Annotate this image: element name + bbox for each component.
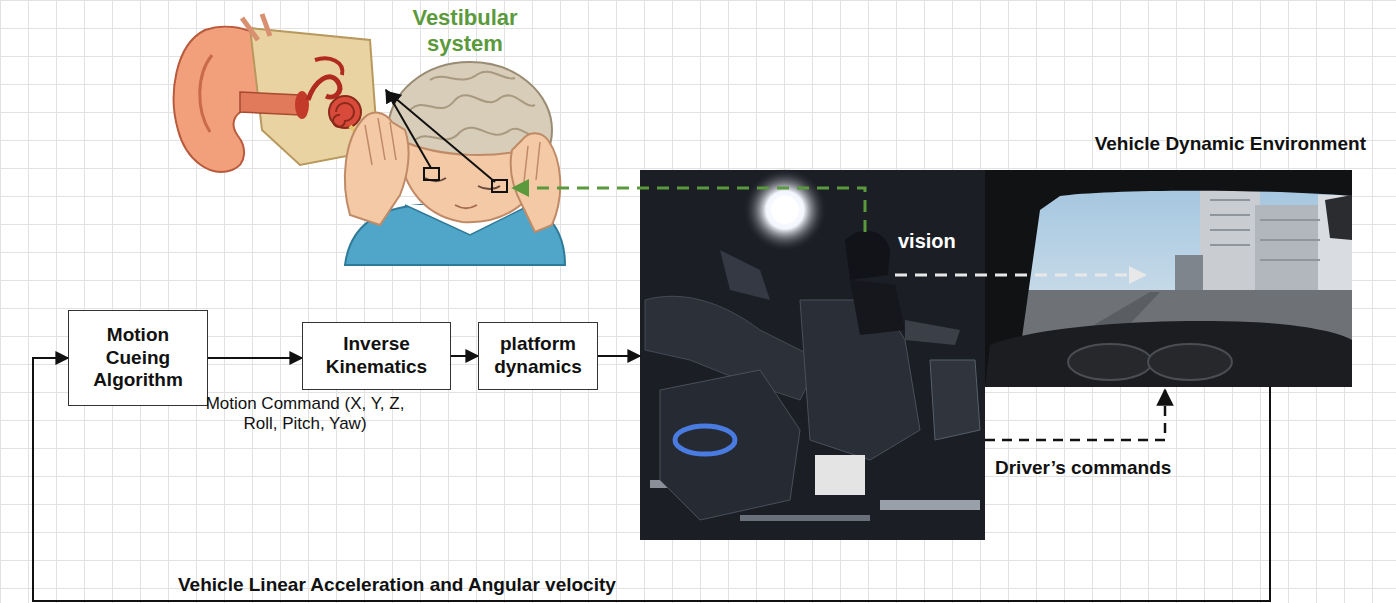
connector-arrow: [895, 274, 1145, 277]
box-label: Motion Cueing Algorithm: [82, 324, 194, 392]
panel-heading: Vehicle Dynamic Environment: [1095, 133, 1366, 155]
connector-arrow: [513, 188, 865, 232]
process-box: Inverse Kinematics: [302, 322, 451, 390]
driving-scene: [985, 170, 1352, 387]
illustration-group: Vestibular system: [165, 2, 565, 270]
box-label: Inverse Kinematics: [313, 333, 441, 379]
box-label: platform dynamics: [486, 333, 590, 379]
process-box: platform dynamics: [478, 322, 598, 390]
connector-arrow: [208, 357, 302, 359]
connector-arrow: [985, 390, 1165, 440]
head-illustration: [345, 62, 565, 265]
environment-panel: Vehicle Dynamic Environment: [985, 133, 1352, 387]
connector-arrow: [33, 358, 1270, 601]
process-box: Motion Cueing Algorithm: [68, 310, 208, 406]
panel-heading: Vestibular system: [390, 5, 540, 57]
edge-label: Driver’s commands: [995, 457, 1171, 480]
connector-arrow: [598, 355, 640, 357]
edge-label: Motion Command (X, Y, Z, Roll, Pitch, Ya…: [200, 394, 410, 435]
panel-heading: vision: [898, 230, 956, 253]
edge-label: Vehicle Linear Acceleration and Angular …: [178, 574, 616, 597]
simulator-photo: [640, 168, 985, 540]
connector-arrow: [451, 355, 478, 357]
simulator-panel: vision: [640, 170, 985, 540]
